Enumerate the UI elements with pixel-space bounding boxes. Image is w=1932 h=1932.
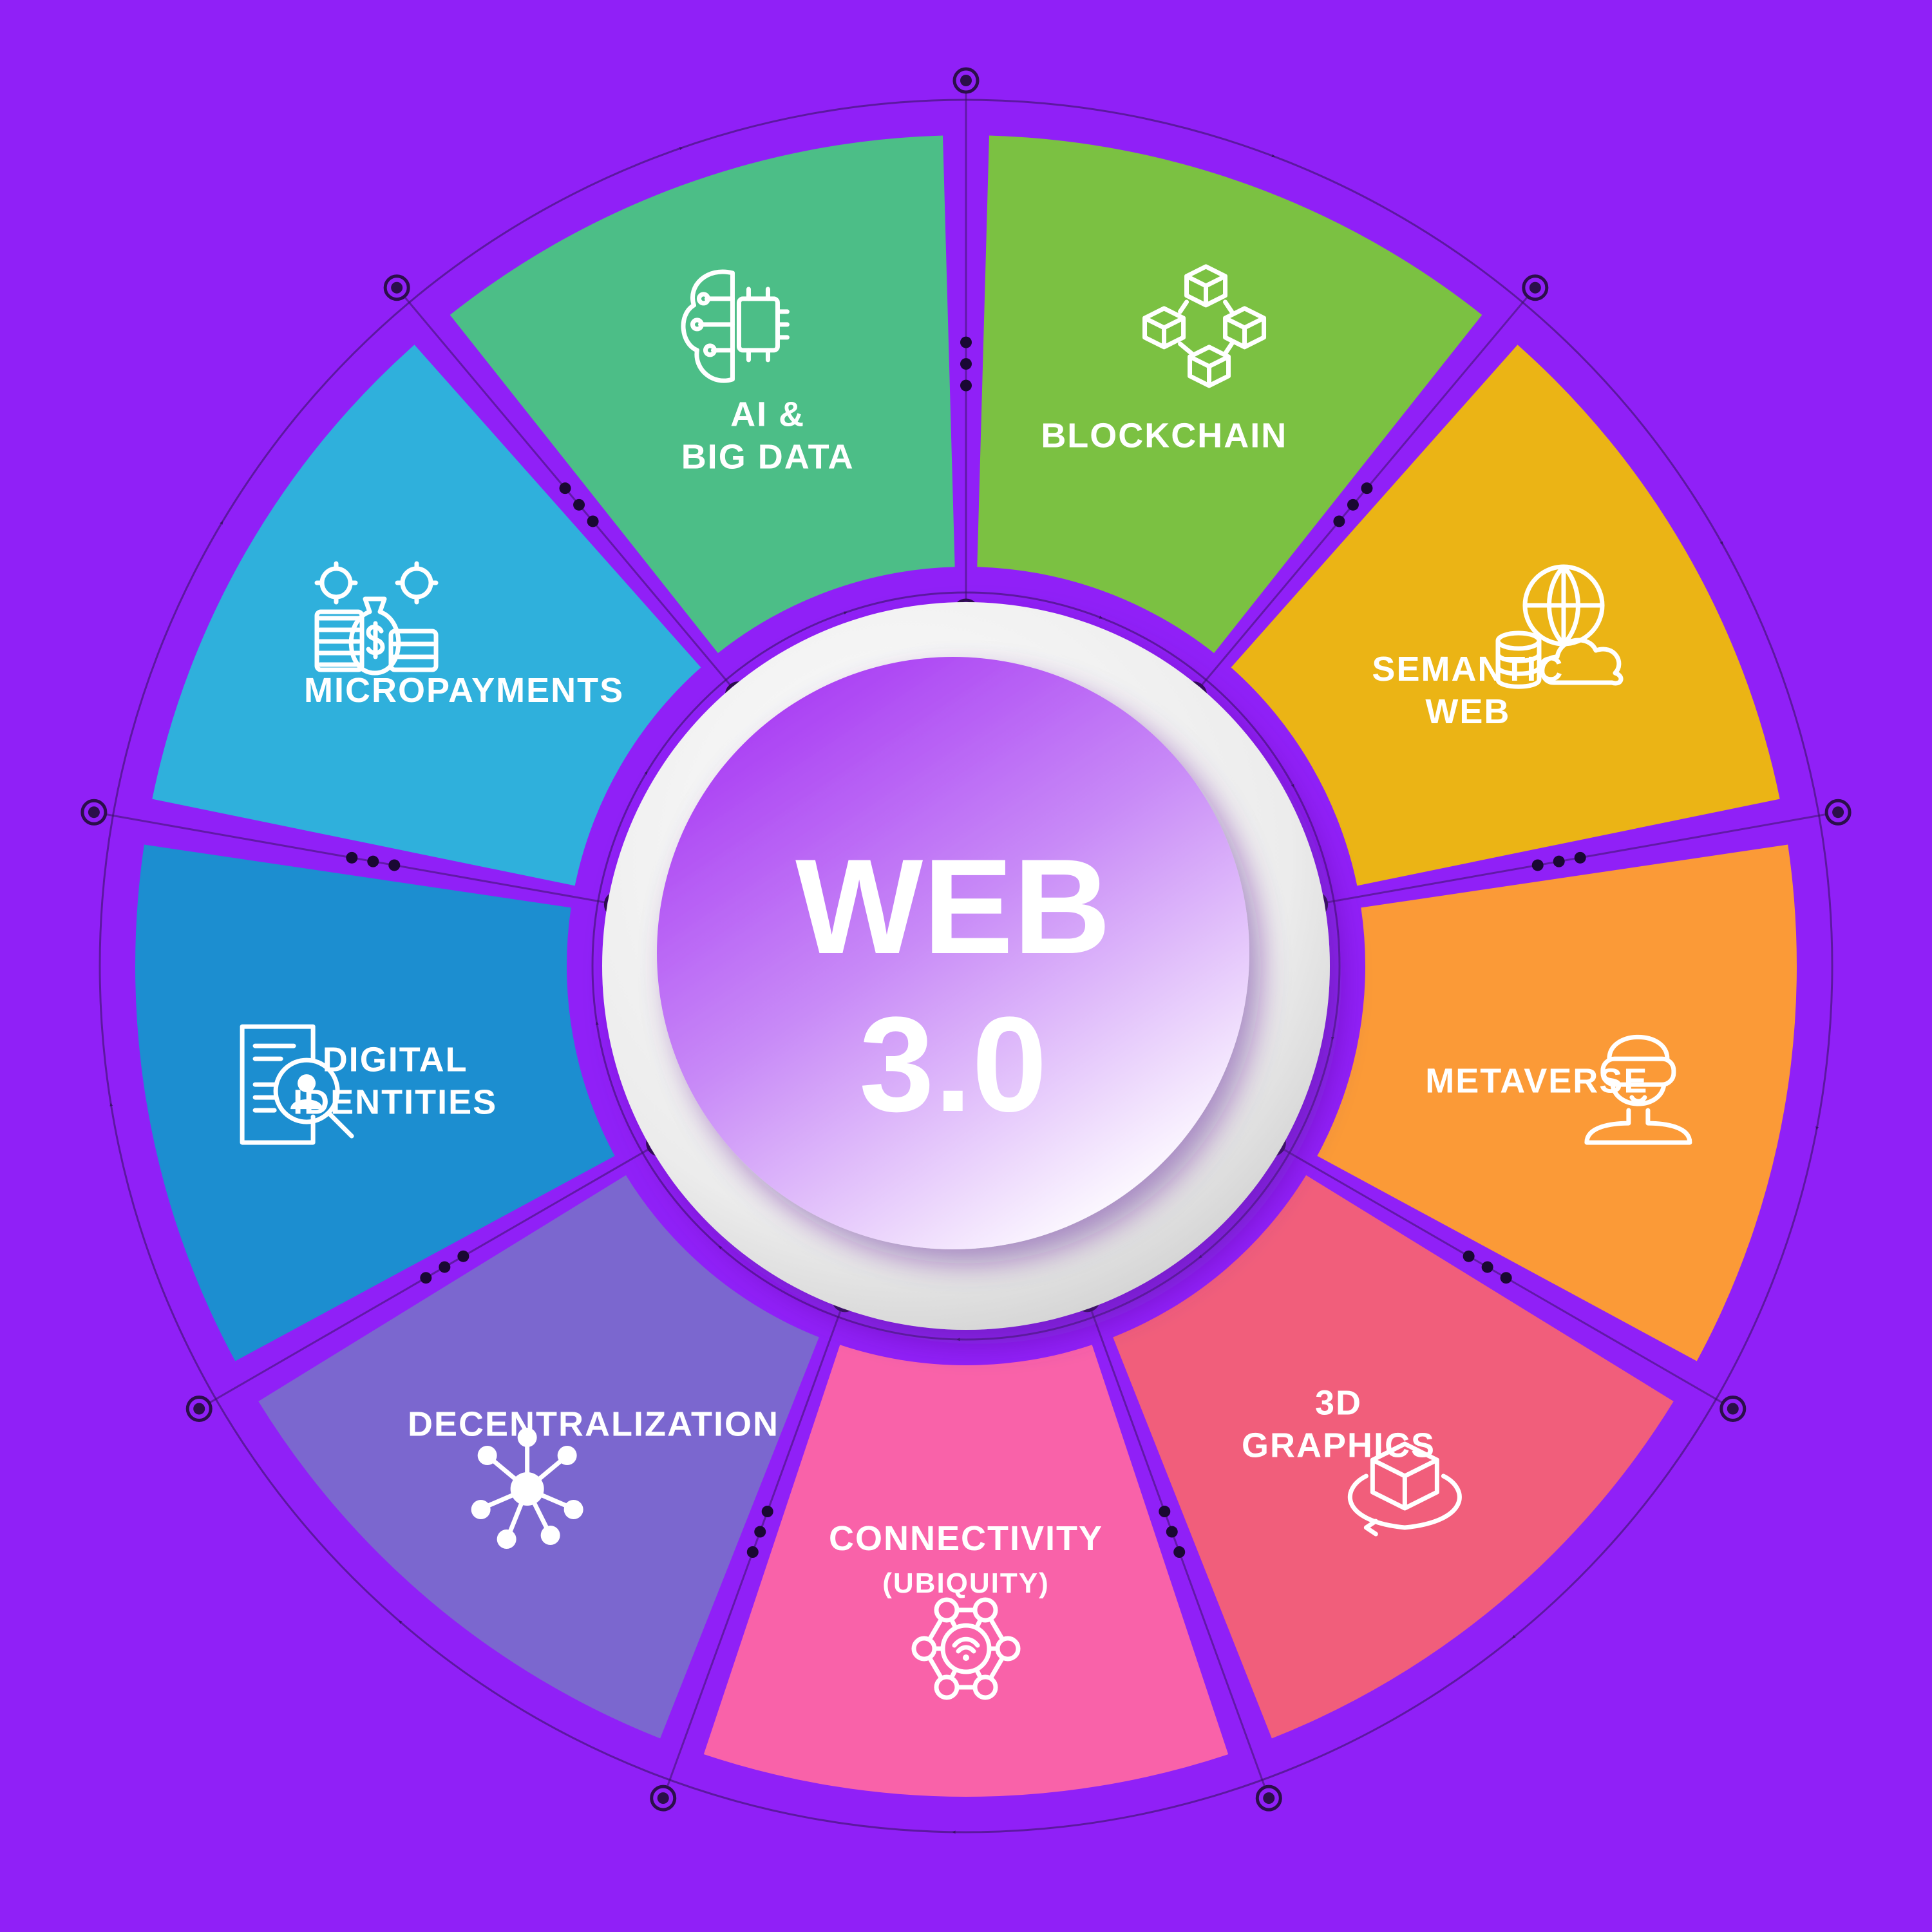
center-title-line1: WEB — [795, 831, 1111, 982]
connector-node-core — [1832, 806, 1844, 819]
segment-label-semantic-web: SEMANTIC — [1372, 650, 1564, 688]
coins-money-bag-gears-icon — [314, 561, 439, 676]
segment-label-ai-big-data: BIG DATA — [681, 437, 855, 476]
globe-database-cloud-icon — [1495, 564, 1624, 689]
rotating-cube-icon — [1348, 1441, 1462, 1537]
connector-node-core — [193, 1403, 205, 1415]
boundary-dot — [388, 859, 401, 871]
boundary-dot — [1574, 851, 1586, 864]
segment-3d-graphics — [1113, 1175, 1674, 1739]
boundary-dot — [439, 1261, 451, 1273]
boundary-dot — [587, 515, 599, 527]
segments-layer — [135, 135, 1797, 1797]
segment-label-decentralization: DECENTRALIZATION — [408, 1405, 779, 1443]
boundary-dot — [573, 498, 585, 511]
boundary-dot — [1166, 1526, 1178, 1538]
connector-node-core — [657, 1792, 669, 1804]
connector-node-core — [1263, 1792, 1275, 1804]
boundary-dot — [1553, 855, 1565, 867]
boundary-dot — [559, 482, 571, 495]
segment-label-connectivity: (UBIQUITY) — [882, 1567, 1050, 1599]
boundary-dot — [1500, 1272, 1512, 1284]
connector-node-core — [1529, 281, 1541, 294]
boundary-dot — [960, 379, 972, 392]
network-wifi-hexagon-icon — [911, 1597, 1021, 1700]
boundary-dot — [1347, 498, 1359, 511]
segment-digital-identities — [135, 844, 615, 1361]
segment-connectivity — [703, 1345, 1229, 1797]
connector-node-core — [88, 806, 100, 819]
boundary-dot — [1333, 515, 1345, 527]
brain-circuit-icon — [681, 269, 790, 383]
document-magnifier-user-icon — [240, 1024, 354, 1145]
boundary-dot — [960, 358, 972, 370]
segment-label-connectivity: CONNECTIVITY — [829, 1519, 1103, 1558]
boundary-dot — [1463, 1250, 1475, 1262]
boundary-dot — [761, 1506, 773, 1518]
blockchain-cubes-icon — [1142, 264, 1267, 388]
segment-semantic-web — [1231, 345, 1780, 886]
segment-label-micropayments: MICROPAYMENTS — [304, 671, 624, 710]
segment-label-blockchain: BLOCKCHAIN — [1041, 416, 1287, 455]
icons-layer — [240, 264, 1692, 1700]
segment-label-digital-identities: DIGITAL — [323, 1040, 468, 1079]
segment-metaverse — [1317, 844, 1797, 1361]
boundary-dot — [1531, 859, 1544, 871]
boundary-dot — [960, 336, 972, 348]
segment-decentralization — [258, 1175, 819, 1739]
segment-ai-big-data — [450, 135, 955, 654]
boundary-dot — [457, 1250, 469, 1262]
boundary-dot — [1481, 1261, 1493, 1273]
segment-label-semantic-web: WEB — [1425, 692, 1510, 731]
segment-label-metaverse: METAVERSE — [1425, 1061, 1648, 1100]
segment-blockchain — [977, 135, 1482, 654]
connector-node-core — [960, 75, 972, 86]
segment-micropayments — [152, 345, 701, 886]
boundary-dot — [420, 1272, 432, 1284]
boundary-dot — [367, 855, 379, 867]
boundary-dot — [746, 1546, 759, 1558]
center-disc — [657, 657, 1249, 1249]
boundary-dot — [1361, 482, 1373, 495]
center-hub: WEB 3.0 — [602, 602, 1330, 1330]
connector-node-core — [391, 281, 403, 294]
vr-headset-person-icon — [1584, 1034, 1692, 1145]
boundary-dot — [346, 851, 358, 864]
segment-label-3d-graphics: 3D — [1315, 1383, 1362, 1422]
center-title-line2: 3.0 — [859, 989, 1047, 1140]
boundary-dot — [1173, 1546, 1186, 1558]
connector-node-core — [1727, 1403, 1739, 1415]
boundary-dot — [1159, 1506, 1171, 1518]
segment-label-ai-big-data: AI & — [730, 395, 805, 433]
boundary-dot — [754, 1526, 766, 1538]
hub-nodes-icon — [471, 1428, 583, 1549]
